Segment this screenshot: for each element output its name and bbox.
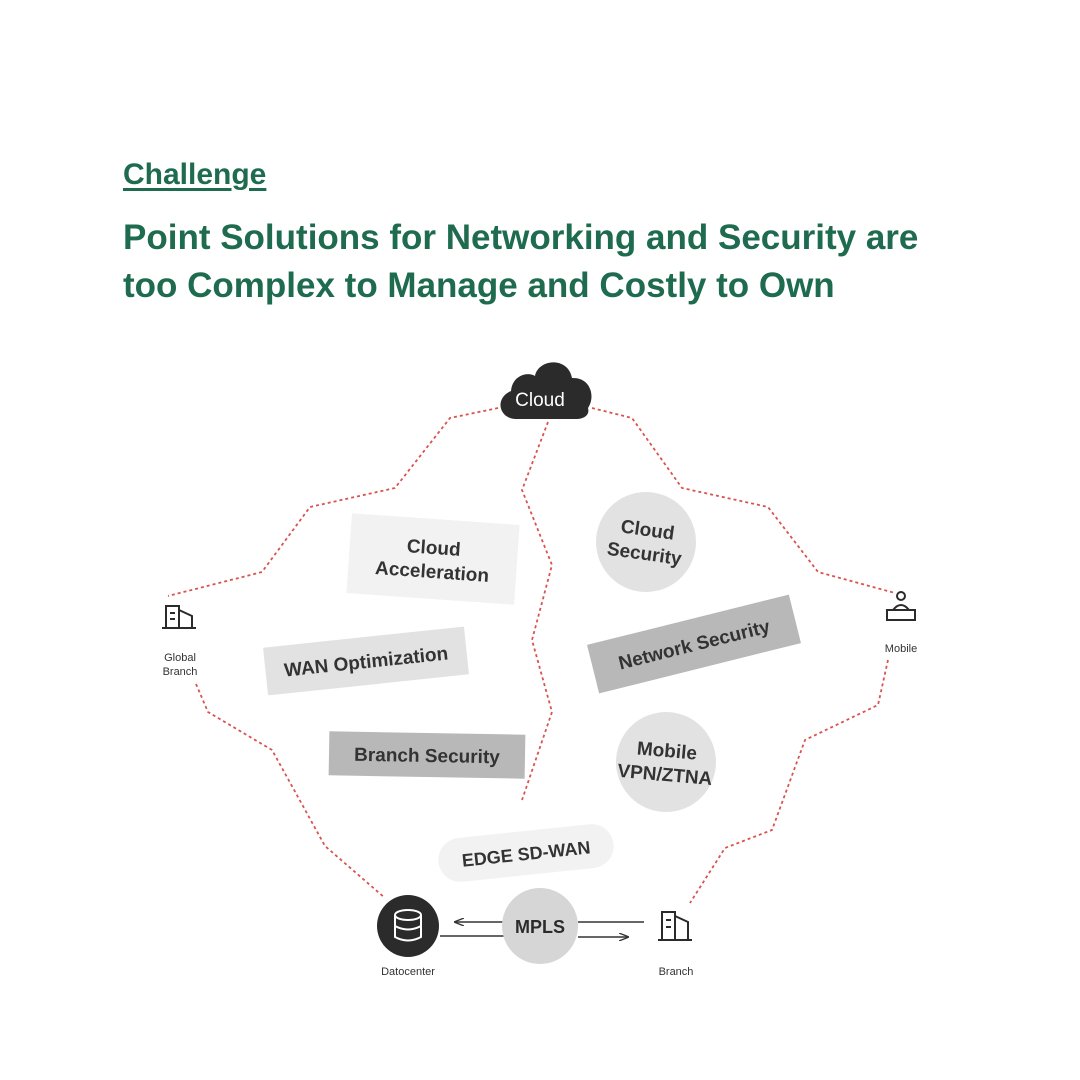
database-icon <box>394 909 422 942</box>
mpls-node: MPLS <box>502 888 578 964</box>
cloud-acceleration-label-line-1: Cloud <box>406 536 461 561</box>
global-branch-node <box>162 605 196 629</box>
network-security-card: Network Security <box>587 594 801 694</box>
mobile-label: Mobile <box>885 643 917 655</box>
link-cloud-global-branch <box>167 407 499 597</box>
link-global-branch-datacenter <box>195 683 386 899</box>
cloud-node: Cloud <box>500 362 592 419</box>
branch-security-card: Branch Security <box>328 731 526 779</box>
section-label: Challenge <box>123 158 267 191</box>
cloud-security-card: Cloud Security <box>596 492 696 592</box>
mobile-user-icon <box>886 591 916 621</box>
link-cloud-center <box>521 421 553 801</box>
building-icon <box>162 605 196 629</box>
mobile-vpn-label-line-1: Mobile <box>636 738 698 764</box>
mobile-vpn-card: Mobile VPN/ZTNA <box>616 712 716 812</box>
cloud-icon <box>500 362 592 419</box>
cloud-acceleration-card: Cloud Acceleration <box>346 513 520 605</box>
page-title-line-2: too Complex to Manage and Costly to Own <box>123 266 835 305</box>
branch-label: Branch <box>659 966 694 978</box>
branch-building-icon <box>658 911 692 941</box>
datacenter-node <box>377 895 439 957</box>
cloud-label: Cloud <box>515 390 565 411</box>
link-mobile-branch <box>689 659 889 904</box>
mpls-label: MPLS <box>515 917 565 937</box>
wan-optimization-card: WAN Optimization <box>263 626 469 696</box>
global-branch-label-line-2: Branch <box>163 666 198 678</box>
page-title: Point Solutions for Networking and Secur… <box>123 214 1003 310</box>
datacenter-label: Datocenter <box>381 966 435 978</box>
page-title-line-1: Point Solutions for Networking and Secur… <box>123 218 919 257</box>
branch-security-label: Branch Security <box>354 745 500 769</box>
global-branch-label-line-1: Global <box>164 652 196 664</box>
edge-sdwan-card: EDGE SD-WAN <box>438 824 614 882</box>
